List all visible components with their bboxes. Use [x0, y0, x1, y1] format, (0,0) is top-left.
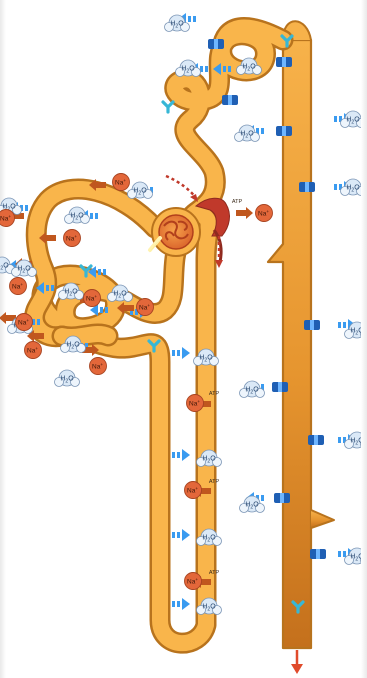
water-arrow-icon — [172, 598, 190, 610]
water-molecule-icon: H2O — [240, 381, 265, 398]
sodium-ion-icon: Na+ — [0, 210, 15, 227]
sodium-ion-icon: Na+ — [64, 230, 81, 247]
water-molecule-icon: H2O — [345, 548, 367, 565]
channel-icon — [308, 435, 324, 445]
atp-label: ATP — [232, 199, 243, 205]
water-molecule-icon: H2O — [345, 322, 367, 339]
atp-label: ATP — [209, 391, 220, 397]
water-molecule-icon: H2O — [65, 207, 90, 224]
sodium-ion-icon: Na+ — [185, 573, 202, 590]
sodium-ion-icon: Na+ — [90, 358, 107, 375]
water-molecule-icon: H2O — [240, 496, 265, 513]
sodium-ion-icon: Na+ — [185, 482, 202, 499]
water-molecule-icon: H2O — [176, 60, 201, 77]
sodium-ion-icon: Na+ — [25, 342, 42, 359]
channel-icon — [304, 320, 320, 330]
channel-icon — [299, 182, 315, 192]
aquaporin-icon — [163, 102, 173, 112]
sodium-ion-icon: Na+ — [256, 205, 273, 222]
atp-label: ATP — [209, 479, 220, 485]
channel-icon — [276, 126, 292, 136]
channel-icon — [274, 493, 290, 503]
water-molecule-icon: H2O — [235, 125, 260, 142]
sodium-ion-icon: Na+ — [16, 314, 33, 331]
channel-icon — [208, 39, 224, 49]
water-molecule-icon: H2O — [128, 182, 153, 199]
channel-icon — [272, 382, 288, 392]
urine-out-arrow-icon — [291, 650, 303, 674]
channel-icon — [310, 549, 326, 559]
sodium-ion-icon: Na+ — [137, 299, 154, 316]
channel-icon — [222, 95, 238, 105]
atp-label: ATP — [209, 570, 220, 576]
water-arrow-icon — [172, 529, 190, 541]
sodium-ion-icon: Na+ — [84, 290, 101, 307]
water-molecule-icon: H2O — [345, 432, 367, 449]
channel-icon — [276, 57, 292, 67]
water-molecule-icon: H2O — [55, 370, 80, 387]
water-arrow-icon — [172, 449, 190, 461]
sodium-ion-icon: Na+ — [10, 278, 27, 295]
sodium-arrow-icon — [236, 207, 253, 219]
sodium-ion-icon: Na+ — [113, 174, 130, 191]
sodium-ion-icon: Na+ — [187, 395, 204, 412]
water-arrow-icon — [172, 347, 190, 359]
